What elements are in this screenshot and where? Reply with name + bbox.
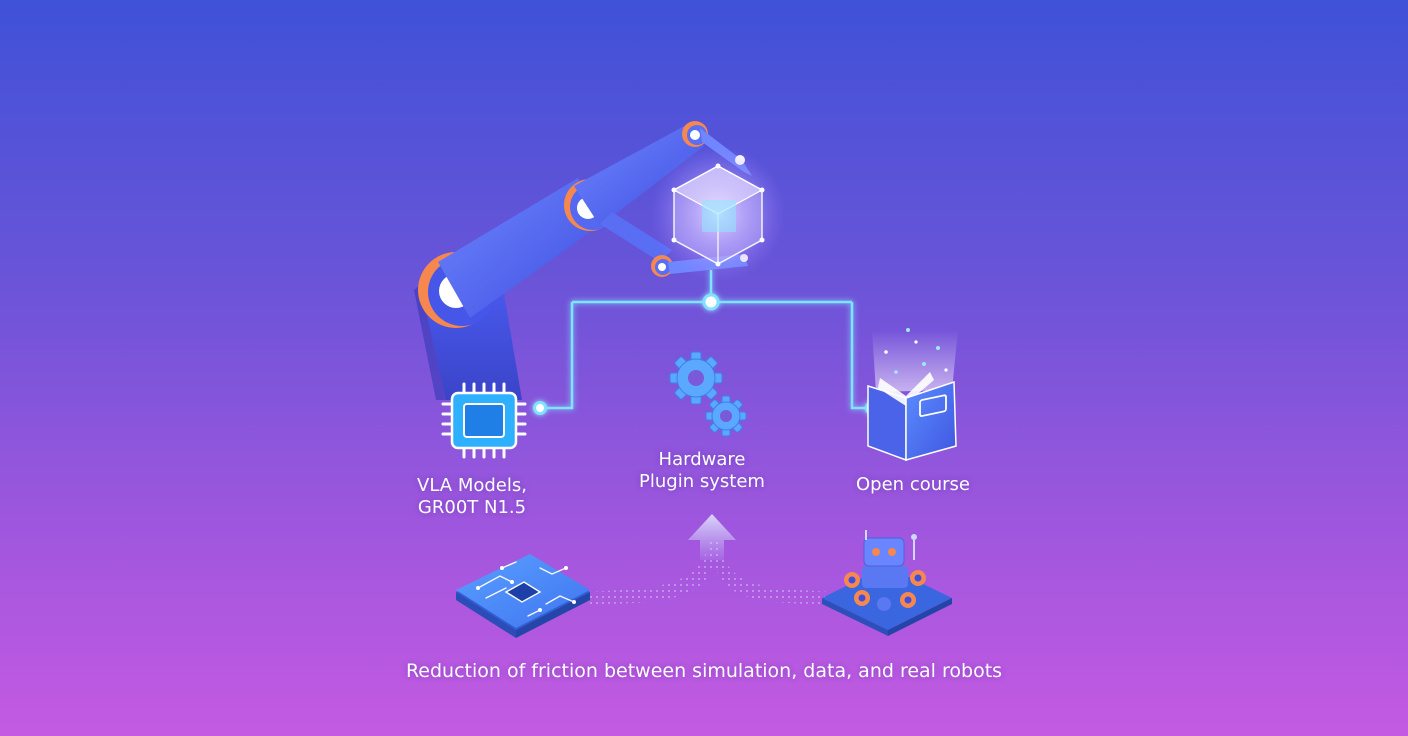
chip-icon	[441, 382, 527, 459]
node-label-hardware: Hardware Plugin system	[612, 449, 792, 493]
node-label-hardware-line-2: Plugin system	[639, 471, 765, 492]
book-icon	[867, 328, 958, 462]
diagram-caption: Reduction of friction between simulation…	[405, 660, 1003, 682]
rover-robot-icon	[822, 530, 952, 636]
node-label-course: Open course	[828, 474, 998, 496]
gears-icon	[669, 351, 747, 437]
node-label-vla: VLA Models, GR00T N1.5	[392, 475, 552, 519]
node-label-hardware-line-1: Hardware	[658, 449, 746, 470]
node-label-course-line-1: Open course	[856, 474, 970, 495]
up-arrow-icon	[590, 514, 830, 604]
circuit-board-icon	[456, 554, 590, 638]
node-label-vla-line-1: VLA Models,	[417, 475, 527, 496]
node-label-vla-line-2: GR00T N1.5	[417, 497, 527, 518]
cube-icon	[650, 146, 786, 282]
